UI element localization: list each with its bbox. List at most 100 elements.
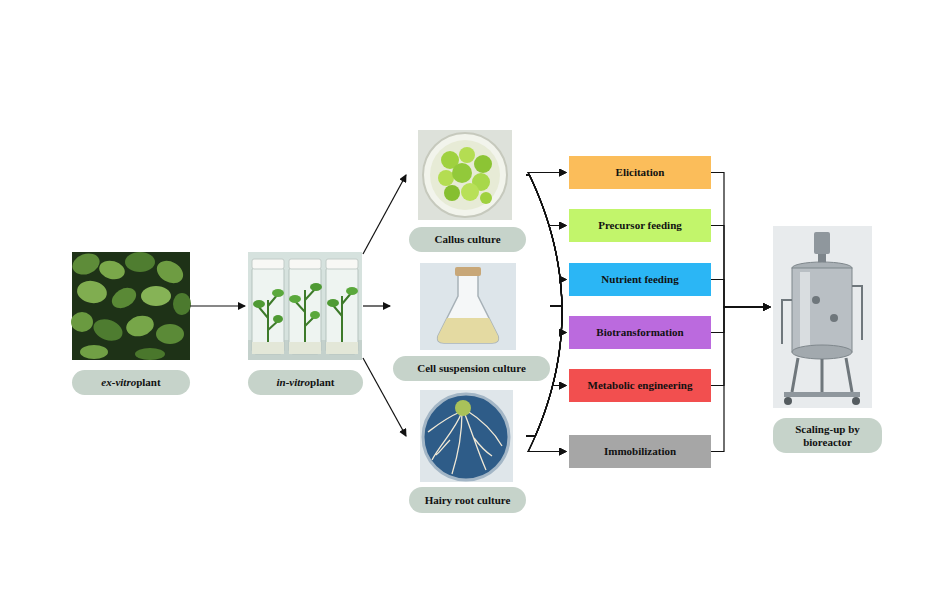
illustration-shape [248, 340, 362, 360]
in-vitro-jars-photo [248, 252, 362, 360]
flow-arrow [526, 226, 566, 437]
illustration-shape [80, 345, 108, 359]
illustration-shape [326, 259, 358, 269]
technique-box: Precursor feeding [569, 209, 711, 242]
illustration-shape [814, 232, 830, 254]
flow-arrow [711, 307, 770, 333]
flow-arrow [363, 305, 390, 306]
illustration-shape [420, 390, 513, 482]
technique-label: Metabolic engineering [588, 379, 693, 392]
technique-label: Nutrient feeding [601, 273, 678, 286]
illustration-shape [784, 397, 792, 405]
flow-arrow [190, 305, 245, 306]
illustration-shape [124, 313, 156, 340]
label-pill: ex-vitro plant [72, 370, 190, 395]
illustration-shape [444, 185, 460, 201]
technique-box: Metabolic engineering [569, 369, 711, 402]
flow-arrow [711, 173, 770, 308]
illustration-shape [438, 274, 499, 343]
illustration-shape [69, 250, 102, 278]
illustration-shape [75, 279, 108, 306]
flow-arrow [711, 307, 770, 452]
image-node: Callus culture [409, 130, 526, 252]
illustration-shape [326, 266, 358, 354]
technique-box: Nutrient feeding [569, 263, 711, 296]
technique-label: Precursor feeding [598, 219, 682, 232]
image-node: Hairy root culture [409, 390, 526, 513]
illustration-shape [430, 140, 500, 210]
flow-arrow [526, 386, 566, 437]
illustration-shape [327, 299, 339, 307]
illustration-shape [800, 272, 810, 348]
technique-label: Biotransformation [596, 326, 683, 339]
flask-photo [420, 263, 516, 350]
image-node: Scaling-up by bioreactor [773, 226, 882, 453]
illustration-shape [792, 358, 852, 392]
image-node: Cell suspension culture [393, 263, 550, 381]
illustration-shape [125, 252, 155, 272]
technique-box: Elicitation [569, 156, 711, 189]
flow-arrow [711, 226, 770, 308]
illustration-shape [310, 283, 322, 291]
illustration-shape [455, 267, 481, 276]
illustration-shape [452, 163, 472, 183]
flow-arrow [526, 173, 566, 437]
illustration-shape [773, 226, 872, 408]
illustration-shape [428, 410, 502, 474]
flow-arrow [526, 175, 566, 333]
illustration-shape [289, 259, 321, 269]
illustration-shape [423, 394, 509, 480]
label-pill: Scaling-up by bioreactor [773, 418, 882, 453]
label-pill: Hairy root culture [409, 487, 526, 513]
illustration-shape [438, 318, 499, 343]
illustration-shape [156, 324, 184, 344]
hairy-root-photo [420, 390, 513, 482]
illustration-shape [253, 300, 265, 308]
illustration-shape [289, 266, 321, 354]
flow-arrow [711, 280, 770, 308]
illustration-shape [141, 286, 171, 306]
illustration-shape [346, 287, 358, 295]
illustration-shape [812, 296, 820, 304]
flow-arrow [550, 280, 566, 307]
illustration-shape [252, 259, 284, 269]
illustration-shape [461, 183, 479, 201]
illustration-shape [153, 256, 187, 287]
illustration-shape [474, 155, 492, 173]
illustration-shape [272, 289, 284, 297]
label-pill: Callus culture [409, 227, 526, 252]
image-node: in-vitro plant [248, 252, 363, 395]
illustration-shape [852, 397, 860, 405]
flow-arrow [526, 333, 566, 437]
mint-photo [69, 250, 191, 360]
illustration-shape [792, 345, 852, 359]
illustration-shape [248, 252, 362, 360]
flow-arrow [363, 175, 406, 254]
illustration-shape [289, 295, 301, 303]
illustration-shape [792, 268, 852, 352]
flow-arrow [549, 226, 566, 307]
illustration-shape [310, 311, 320, 319]
illustration-shape [252, 266, 284, 354]
illustration-shape [173, 293, 191, 315]
illustration-shape [438, 170, 454, 186]
flow-arrow [526, 436, 566, 452]
illustration-shape [420, 263, 516, 350]
flow-arrow [711, 307, 770, 386]
technique-label: Immobilization [604, 445, 676, 458]
illustration-shape [273, 315, 283, 323]
illustration-shape [784, 392, 860, 397]
image-node: ex-vitro plant [72, 252, 190, 395]
illustration-shape [830, 314, 838, 322]
label-pill: Cell suspension culture [393, 356, 550, 381]
illustration-shape [423, 133, 507, 217]
illustration-shape [326, 342, 358, 354]
bioreactor-photo [773, 226, 872, 408]
illustration-shape [782, 286, 862, 344]
technique-box: Biotransformation [569, 316, 711, 349]
flow-arrow [550, 306, 566, 333]
illustration-shape [455, 400, 471, 416]
flow-arrow [526, 175, 566, 280]
illustration-shape [71, 312, 93, 332]
